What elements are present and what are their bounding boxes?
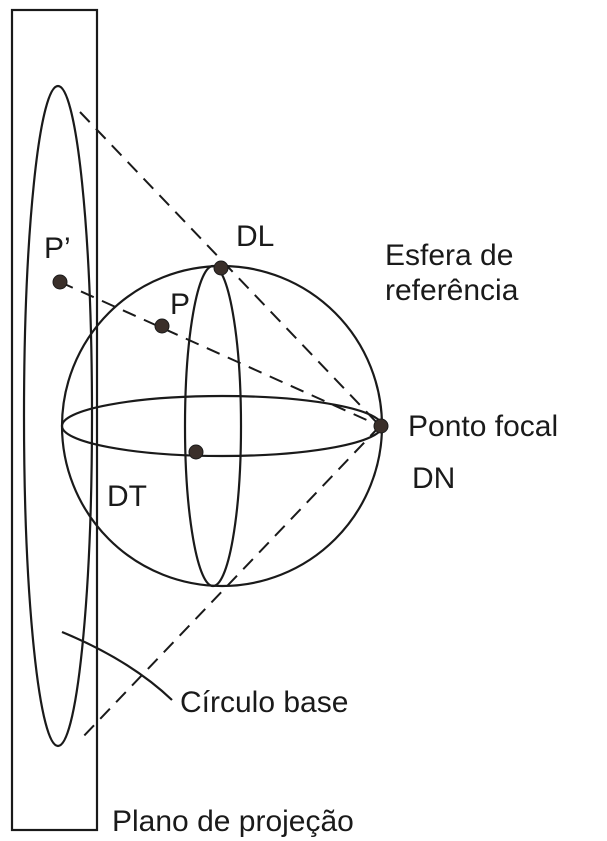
point-p-prime	[52, 274, 68, 290]
point-dt	[188, 444, 204, 460]
dashed-line-p	[59, 281, 381, 427]
label-p-prime: P’	[44, 232, 71, 265]
base-circle-leader	[61, 630, 173, 701]
label-circulo-base: Círculo base	[180, 686, 348, 719]
dashed-line-top	[79, 111, 381, 427]
label-p: P	[170, 288, 190, 321]
vertical-great-circle	[183, 264, 243, 588]
point-p	[154, 318, 170, 334]
reference-sphere	[60, 264, 384, 588]
label-plano-projecao: Plano de projeção	[112, 805, 354, 838]
label-esfera-line2: referência	[385, 274, 519, 307]
label-dl: DL	[236, 220, 274, 253]
base-circle-ellipse	[22, 84, 94, 748]
point-focal	[373, 418, 389, 434]
projection-plane-rect	[10, 8, 99, 832]
label-ponto-focal: Ponto focal	[408, 410, 558, 443]
label-dt: DT	[107, 480, 147, 513]
point-dl	[213, 260, 229, 276]
label-dn: DN	[412, 462, 455, 495]
label-esfera-line1: Esfera de	[385, 239, 513, 272]
dashed-line-bottom	[79, 425, 381, 741]
